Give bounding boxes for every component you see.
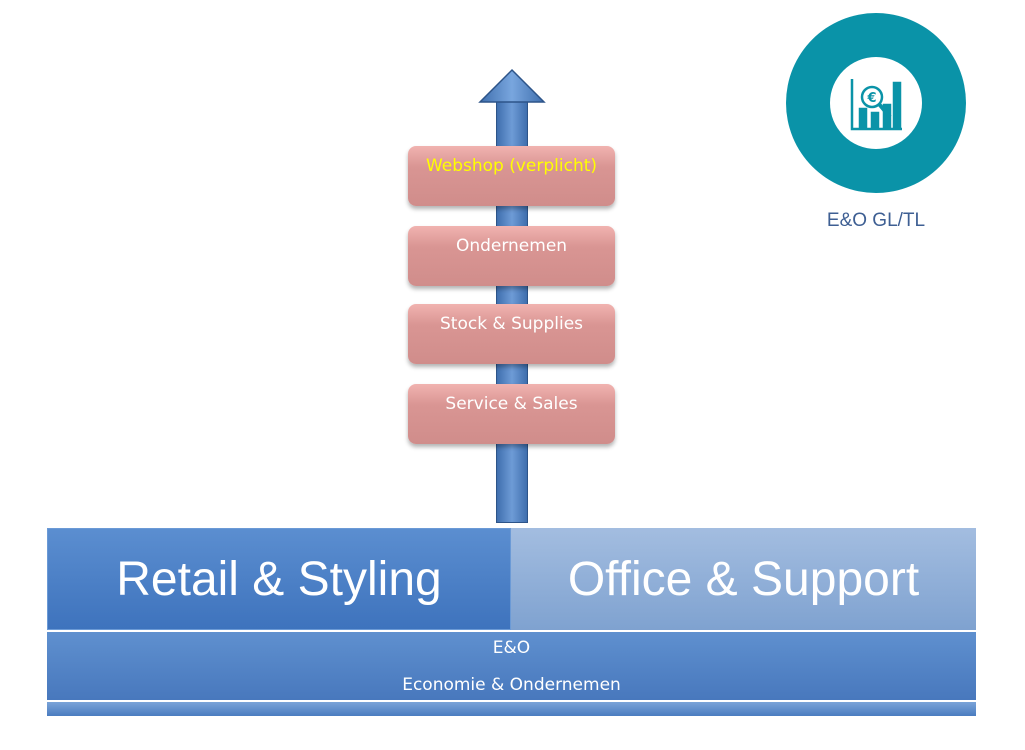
arrow-up-icon [478,68,546,103]
svg-text:€: € [866,91,876,106]
logo-label: E&O GL/TL [826,210,926,231]
step-stock-supplies: Stock & Supplies [408,304,615,364]
base-bar [47,702,976,716]
step-service-sales: Service & Sales [408,384,615,444]
step-webshop: Webshop (verplicht) [408,146,615,206]
chart-magnifier-euro-icon: € [830,57,922,149]
foundation-bar: E&O Economie & Ondernemen [47,632,976,700]
foundation-subtitle: Economie & Ondernemen [402,675,621,695]
step-ondernemen: Ondernemen [408,226,615,286]
foundation-title: E&O [492,638,531,658]
pillar-office-support: Office & Support [511,528,976,630]
pillar-retail-styling: Retail & Styling [47,528,511,630]
logo-circle: € [786,13,966,193]
